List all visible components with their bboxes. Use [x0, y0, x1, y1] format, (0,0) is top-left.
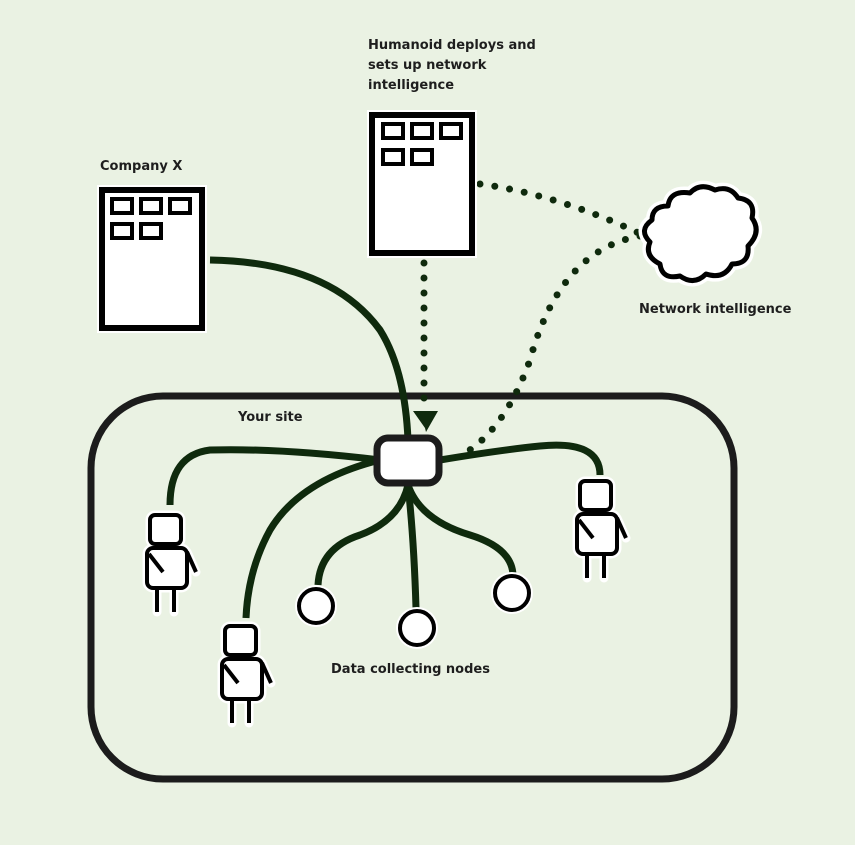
humanoid-building-icon — [367, 110, 477, 258]
network-intelligence-label: Network intelligence — [639, 302, 792, 317]
connection-hub-to-node-1 — [314, 484, 412, 586]
connection-hub-to-user-3 — [439, 441, 604, 476]
your-site-label: Your site — [238, 410, 303, 425]
data-node-icon — [295, 585, 337, 627]
site-boundary — [87, 392, 738, 783]
connection-hub-to-user-1 — [166, 446, 381, 506]
humanoid-label: Humanoid deploys and sets up network int… — [368, 38, 536, 93]
data-nodes-label: Data collecting nodes — [331, 662, 490, 677]
connection-hub-to-user-2 — [242, 456, 381, 619]
arrowhead-down-icon — [413, 411, 438, 432]
connection-hub-to-node-2 — [404, 484, 420, 609]
data-node-icon — [491, 572, 533, 614]
company-x-label: Company X — [100, 159, 183, 174]
user-icon — [217, 621, 276, 728]
connection-company-to-hub — [209, 256, 412, 441]
data-node-icon — [396, 607, 438, 649]
connection-cloud-to-hub — [458, 232, 644, 459]
user-icon — [572, 476, 631, 583]
cloud-icon — [638, 180, 763, 287]
hub-router-icon — [373, 434, 443, 487]
connection-humanoid-to-cloud — [476, 180, 649, 240]
connection-hub-to-node-3 — [404, 483, 517, 576]
company-x-building-icon — [97, 185, 207, 333]
user-icon — [142, 510, 201, 617]
